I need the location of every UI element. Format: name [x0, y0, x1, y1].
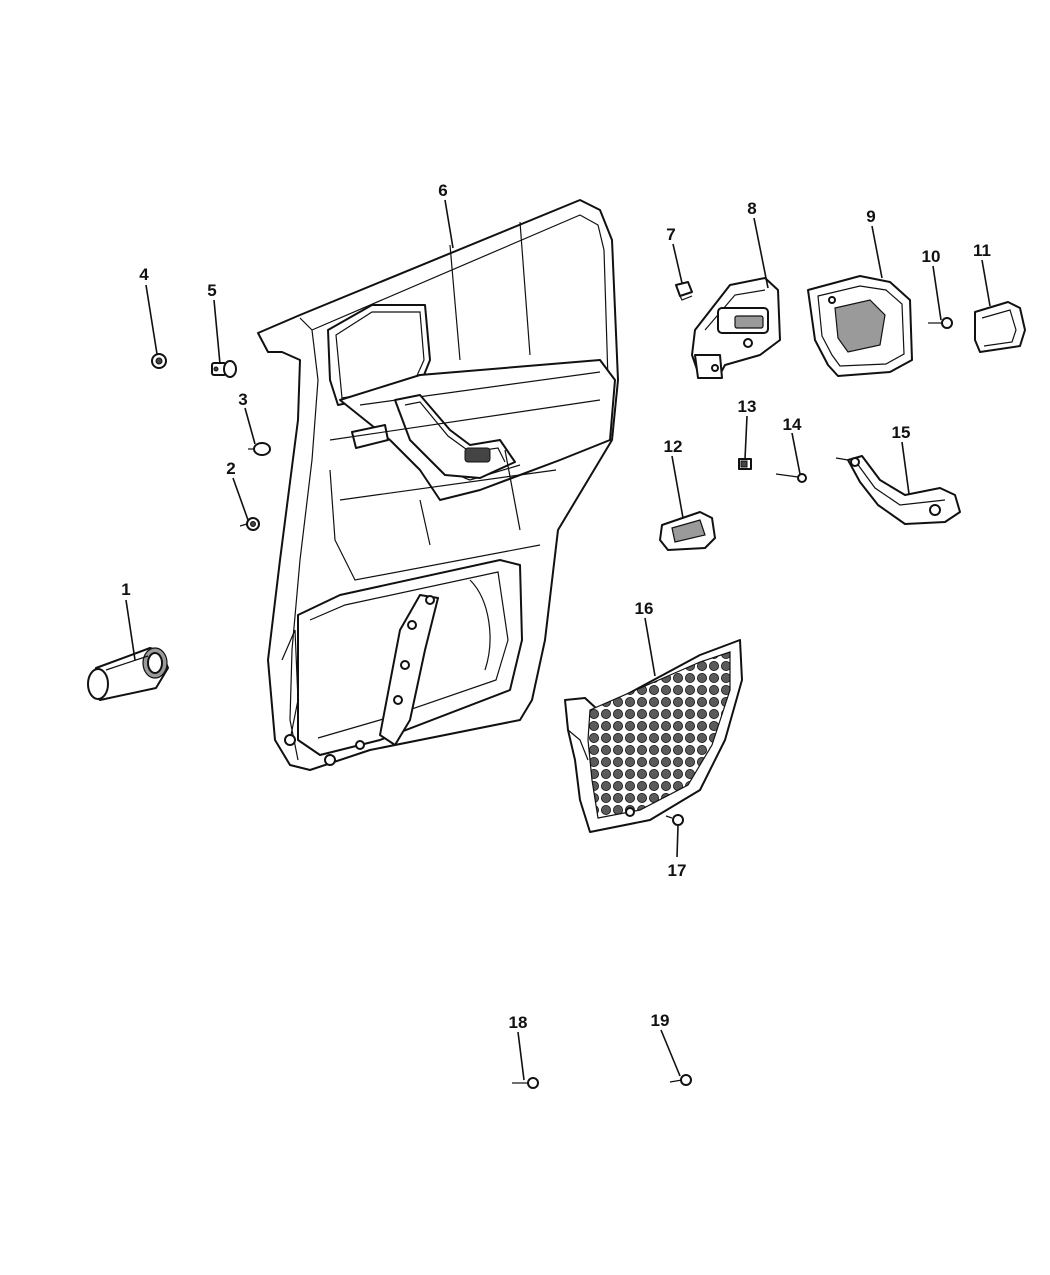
door-trim-panel	[257, 199, 619, 771]
bolt-18	[512, 1077, 539, 1089]
screw-19	[669, 1074, 692, 1086]
callout-4: 4	[139, 265, 149, 284]
callout-13: 13	[738, 397, 757, 416]
callout-12: 12	[664, 437, 683, 456]
callout-18: 18	[509, 1013, 528, 1032]
callout-7: 7	[666, 225, 675, 244]
pull-handle-cup	[87, 647, 169, 701]
screw-17	[665, 814, 684, 826]
clip-13	[738, 458, 752, 470]
callout-11: 11	[973, 241, 991, 260]
door-handle-assembly	[691, 277, 781, 379]
callout-9: 9	[866, 207, 875, 226]
callout-19: 19	[651, 1011, 670, 1030]
clip-7	[675, 281, 693, 301]
handle-bezel-9	[807, 275, 913, 377]
callout-15: 15	[892, 423, 911, 442]
push-pin-3	[248, 442, 271, 456]
callout-labels: 1 2 3 4 5 6 7 8 9 10 11 12 13 14 15 16 1…	[121, 181, 991, 1032]
switch-bezel-12	[659, 511, 716, 551]
callout-17: 17	[668, 861, 687, 880]
callout-5: 5	[207, 281, 216, 300]
callout-6: 6	[438, 181, 447, 200]
pull-strap-15	[835, 455, 961, 525]
callout-1: 1	[121, 580, 130, 599]
callout-2: 2	[226, 459, 235, 478]
leader-lines	[125, 199, 991, 1081]
callout-14: 14	[783, 415, 802, 434]
callout-10: 10	[922, 247, 941, 266]
storage-net-16	[564, 639, 743, 833]
callout-8: 8	[747, 199, 756, 218]
callout-3: 3	[238, 390, 247, 409]
cover-11	[974, 301, 1026, 353]
bolt-14	[775, 473, 807, 483]
nut-clip-4	[151, 353, 167, 369]
callout-16: 16	[635, 599, 654, 618]
screw-10	[928, 317, 953, 329]
retainer-5	[211, 360, 237, 378]
fastener-screw-2	[239, 517, 260, 531]
